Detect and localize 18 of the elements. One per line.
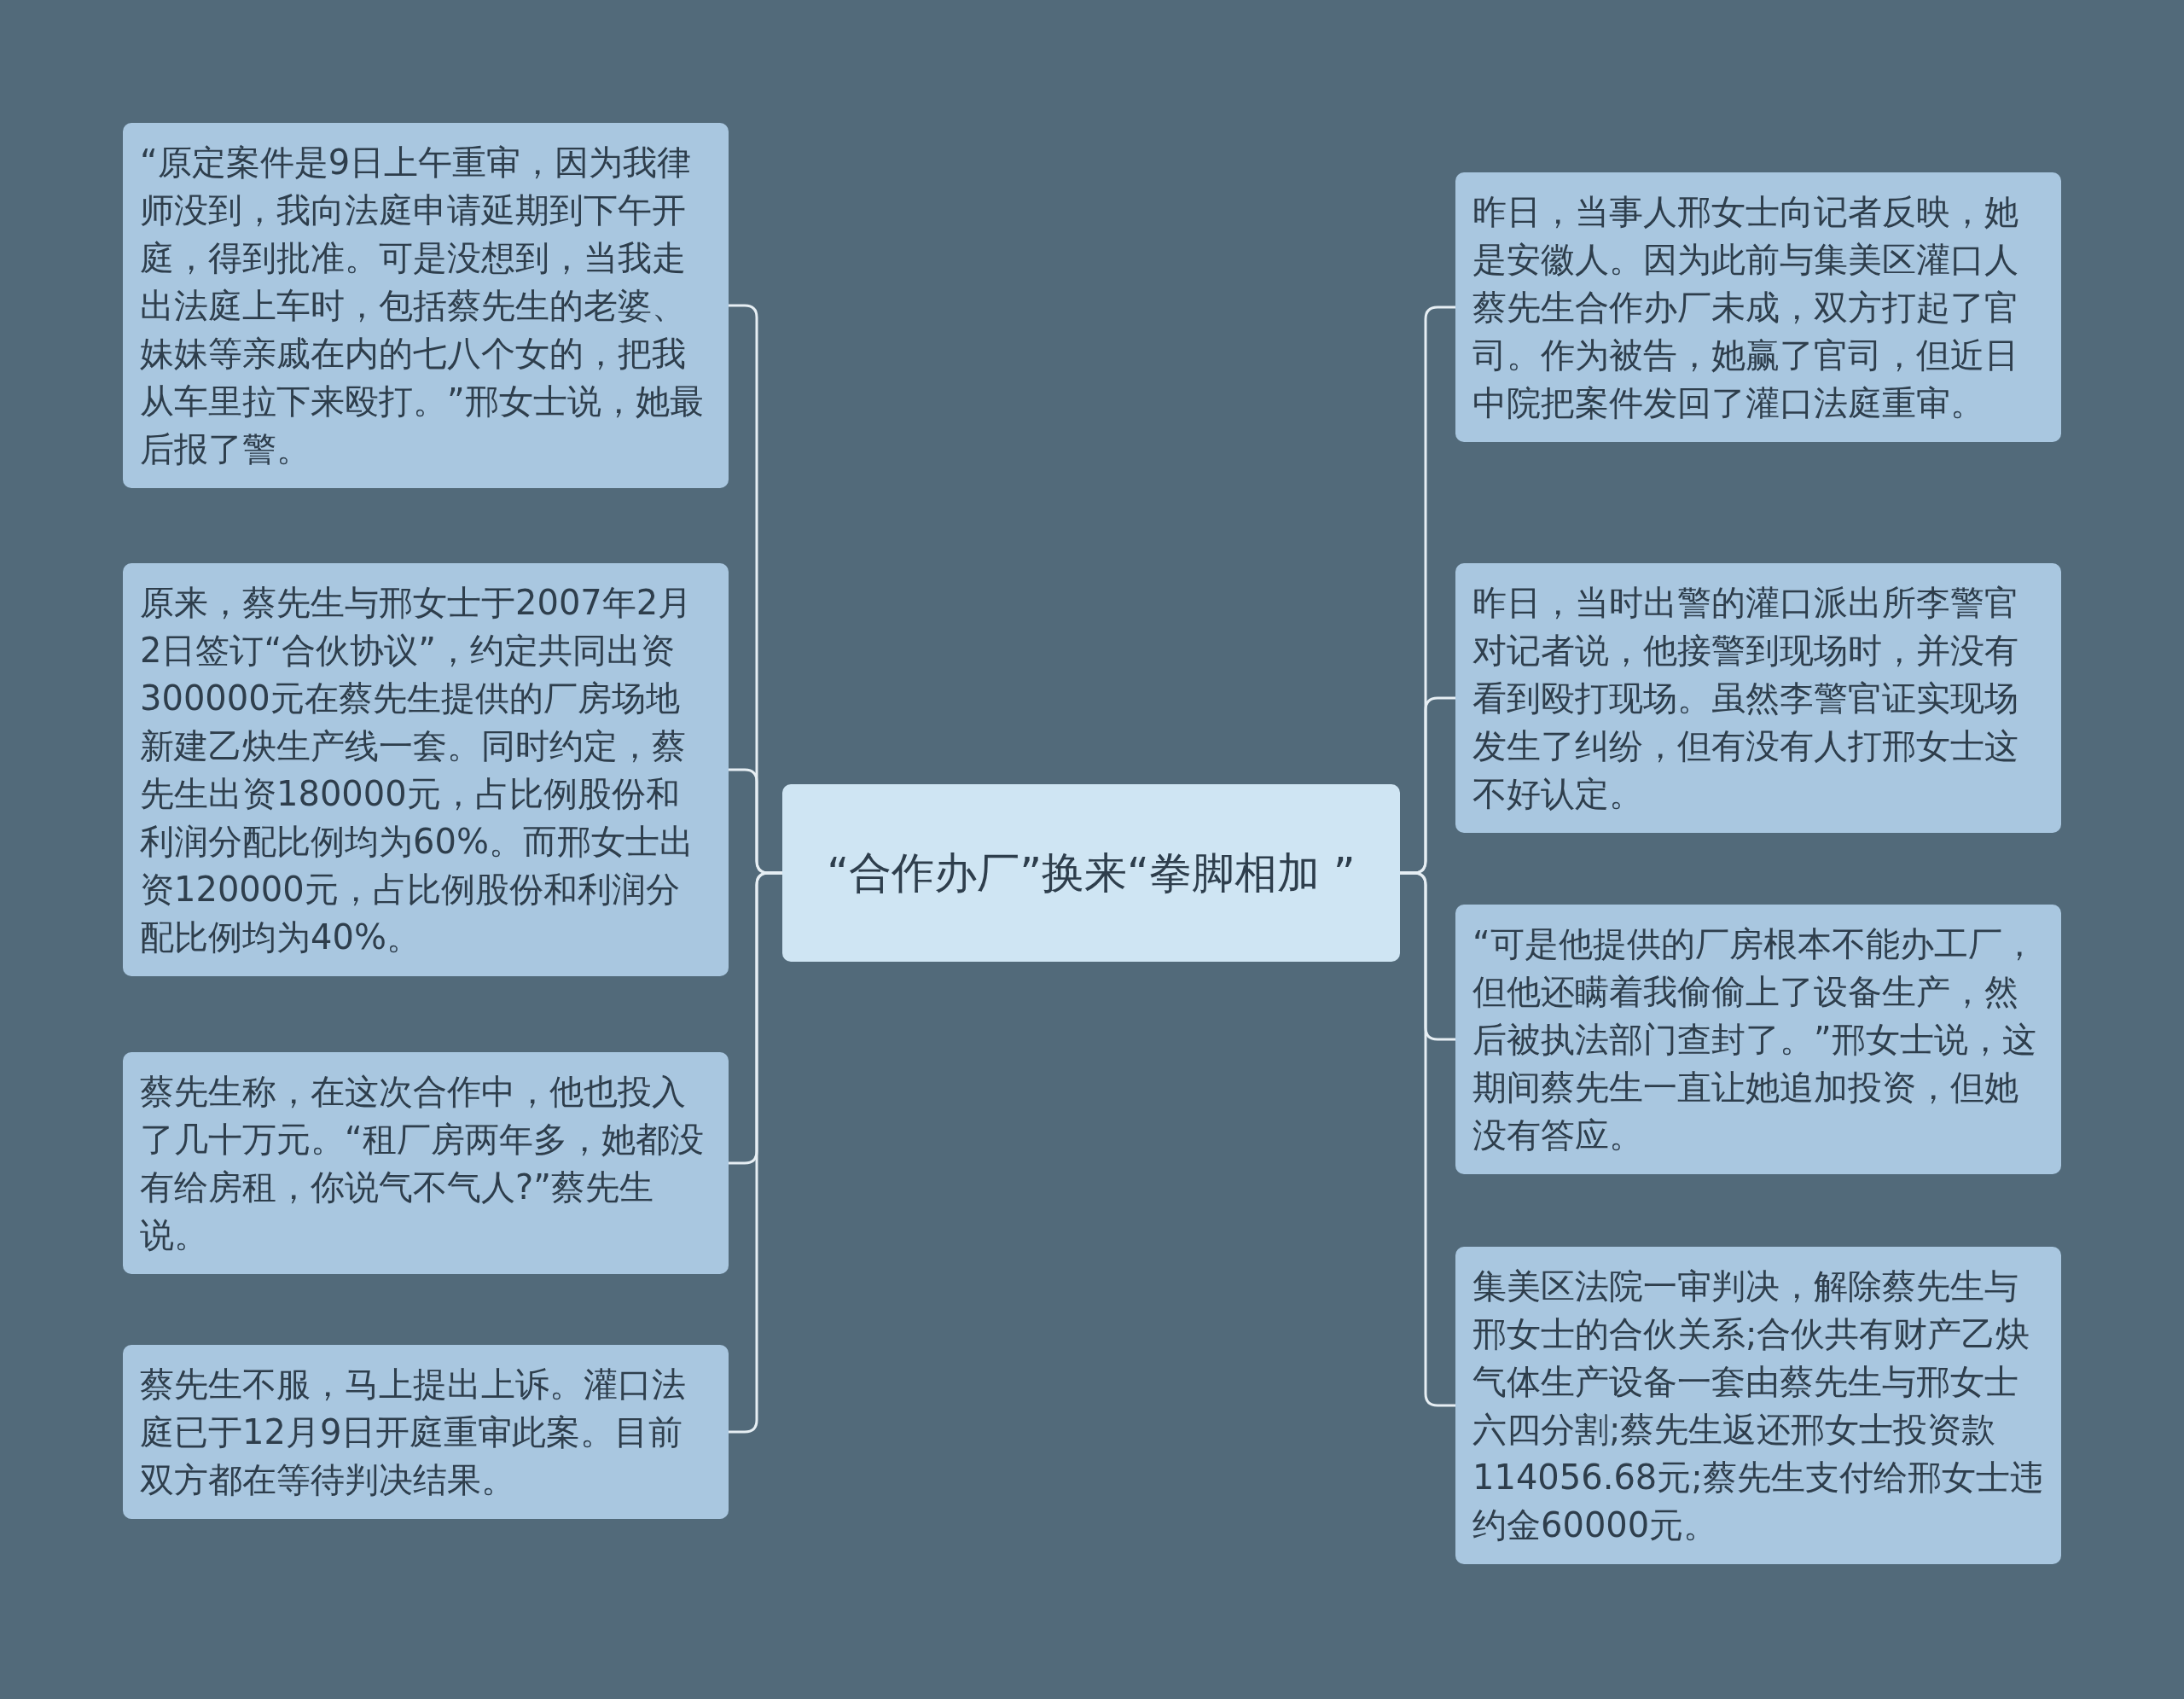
topic-text: 原来，蔡先生与邢女士于2007年2月2日签订“合伙协议”，约定共同出资300000元在蔡先生提供的厂房场地新建乙炔生产线一套。同时约定，蔡先生出资180000元，占比例股份和利润分配比例均为60%。而邢女士出资120000元，占比例股份和利润分配比例均为40%。 (140, 582, 694, 958)
topic-text: 蔡先生不服，马上提出上诉。灌口法庭已于12月9日开庭重审此案。目前双方都在等待判决结果。 (140, 1364, 687, 1501)
topic-box (123, 123, 729, 488)
topic-box (123, 1345, 729, 1519)
topic-box (1455, 172, 2061, 442)
central-topic-text: “合作办厂”换来“拳脚相加 ” (827, 847, 1356, 899)
topic-box (123, 563, 729, 976)
central-topic-box (782, 784, 1400, 962)
topic-text: “原定案件是9日上午重审，因为我律师没到，我向法庭申请延期到下午开庭，得到批准。可是没想到，当我走出法庭上车时，包括蔡先生的老婆、妹妹等亲戚在内的七八个女的，把我从车里拉下来殴打。”邢女士说，她最后报了警。 (140, 142, 705, 470)
topic-text: 集美区法院一审判决，解除蔡先生与邢女士的合伙关系;合伙共有财产乙炔气体生产设备一套由蔡先生与邢女士六四分割;蔡先生返还邢女士投资款114056.68元;蔡先生支付给邢女士违约金60000元。 (1472, 1266, 2044, 1546)
topic-box (1455, 905, 2061, 1174)
topic-text: 昨日，当事人邢女士向记者反映，她是安徽人。因为此前与集美区灌口人蔡先生合作办厂未成，双方打起了官司。作为被告，她赢了官司，但近日中院把案件发回了灌口法庭重审。 (1472, 191, 2019, 424)
topic-text: 昨日，当时出警的灌口派出所李警官对记者说，他接警到现场时，并没有看到殴打现场。虽然李警官证实现场发生了纠纷，但有没有人打邢女士这不好认定。 (1472, 582, 2019, 815)
topic-text: 蔡先生称，在这次合作中，他也投入了几十万元。“租厂房两年多，她都没有给房租，你说气不气人?”蔡先生说。 (140, 1071, 705, 1256)
topic-box (123, 1052, 729, 1274)
topic-text: “可是他提供的厂房根本不能办工厂，但他还瞒着我偷偷上了设备生产，然后被执法部门查封了。”邢女士说，这期间蔡先生一直让她追加投资，但她没有答应。 (1472, 923, 2037, 1156)
topic-box (1455, 563, 2061, 833)
topic-box (1455, 1247, 2061, 1564)
